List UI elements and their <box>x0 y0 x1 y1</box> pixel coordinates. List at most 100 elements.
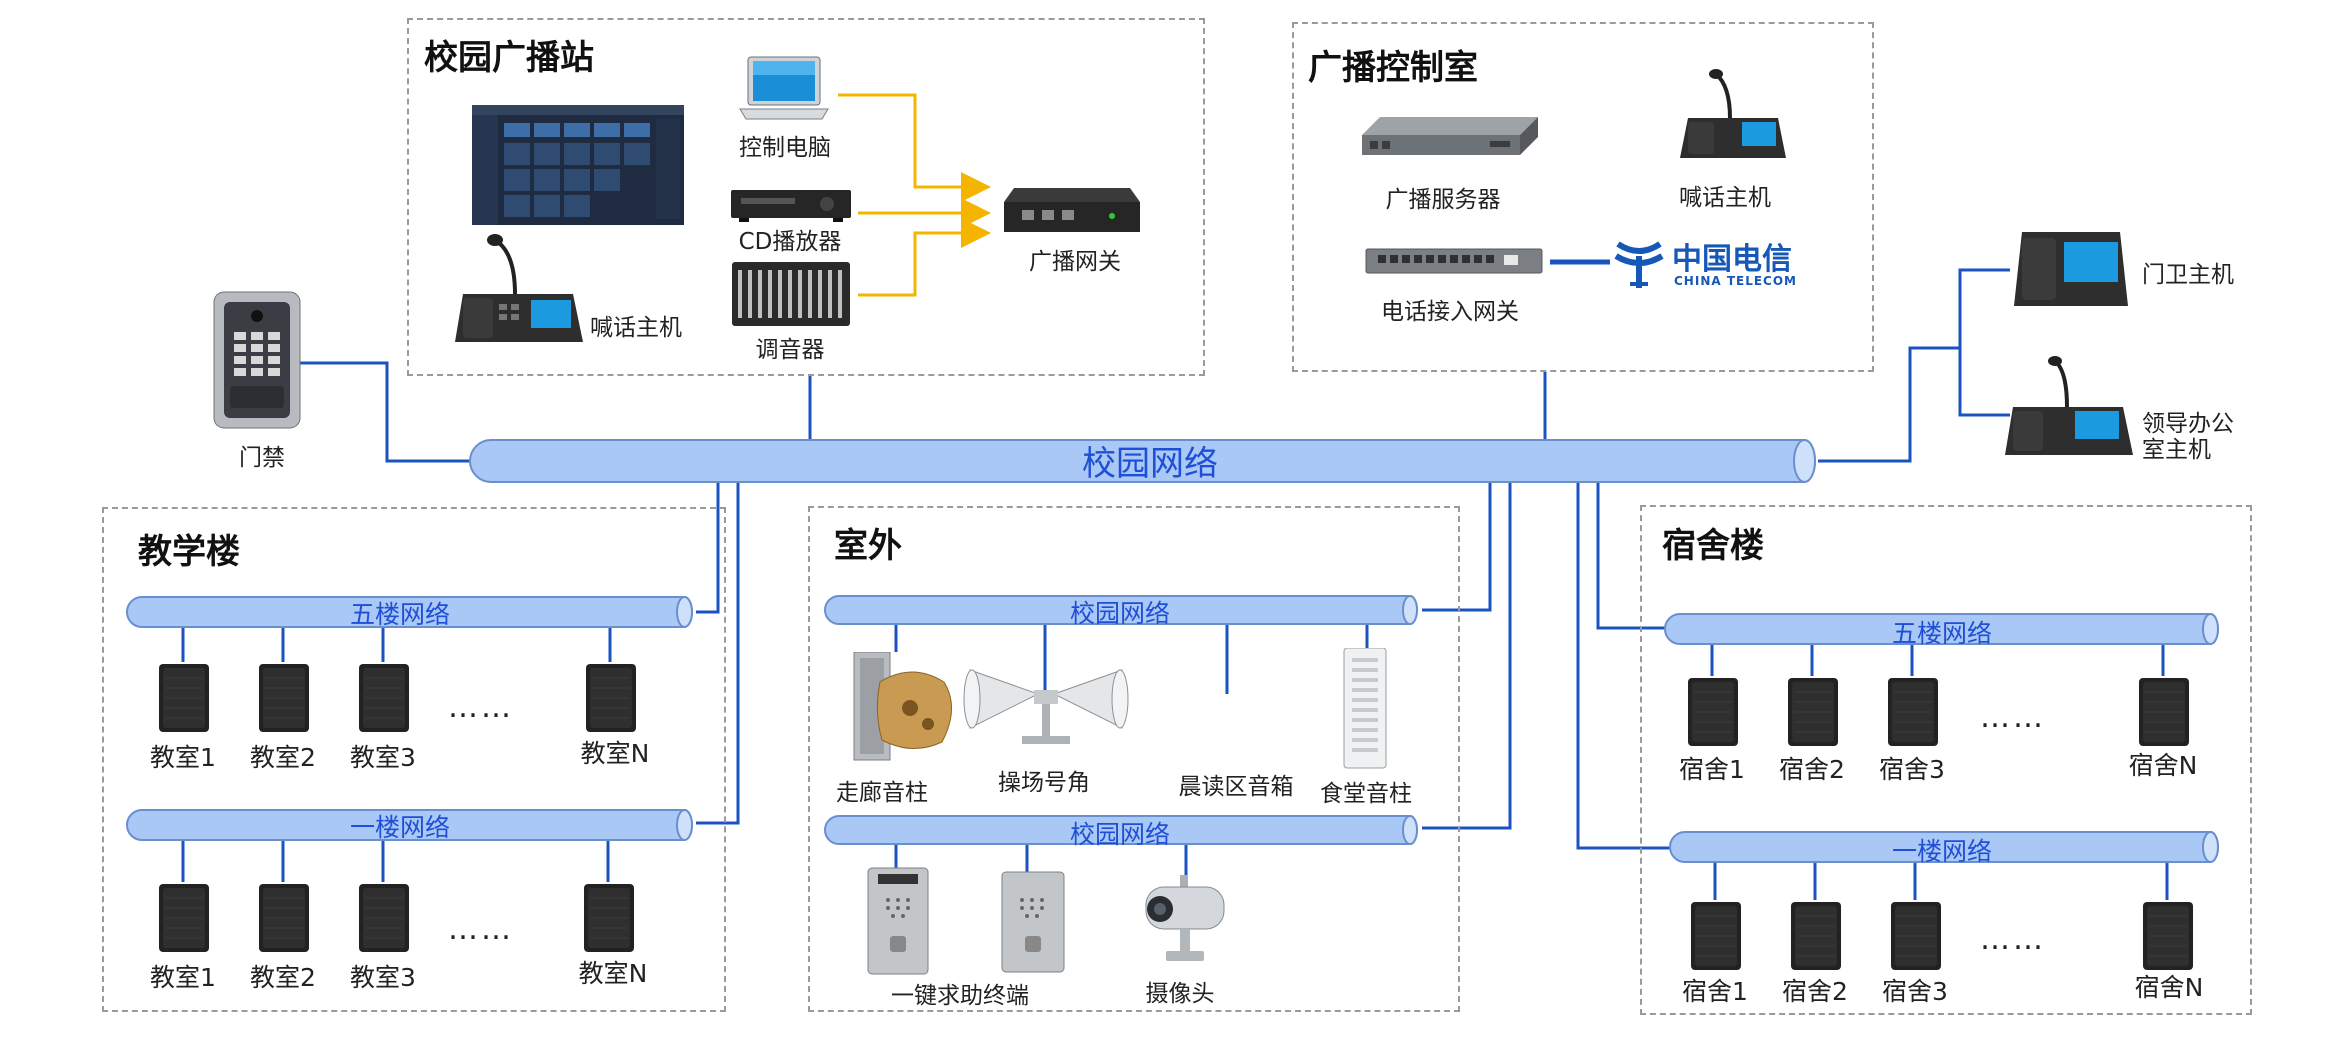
dorm-title: 宿舍楼 <box>1662 526 1764 566</box>
broadcast-server-icon <box>1362 117 1538 155</box>
control-room-mic-host-label: 喊话主机 <box>1679 185 1771 211</box>
teaching-bus-bottom-label: 一楼网络 <box>349 813 450 842</box>
canteen-column-speaker-icon <box>1343 648 1387 769</box>
leader-phone-icon <box>2005 356 2133 455</box>
control-room-title: 广播控制室 <box>1308 48 1478 88</box>
cd-player-label: CD播放器 <box>738 229 842 255</box>
horn-speaker-icon <box>963 669 1129 744</box>
access-control-panel-icon <box>213 291 301 429</box>
region-teaching-building <box>102 507 726 1012</box>
teaching-top-speaker-1 <box>159 664 209 732</box>
teaching-top-room-3: 教室3 <box>350 743 416 772</box>
outdoor-bus-top <box>824 595 1418 625</box>
arrow-pc <box>838 93 991 202</box>
guard-phone-label: 门卫主机 <box>2142 262 2234 288</box>
mixer-label: 调音器 <box>755 337 825 363</box>
dorm-bus-top-label: 五楼网络 <box>1891 619 1992 648</box>
mixer-icon <box>732 262 850 326</box>
region-broadcast-station <box>407 18 1205 376</box>
dorm-top-ellipsis: …… <box>1980 700 2046 735</box>
dorm-bottom-speaker-2 <box>1791 902 1841 970</box>
outdoor-title: 室外 <box>834 526 902 566</box>
teaching-top-speaker-2 <box>259 664 309 732</box>
wire-teaching-top <box>696 481 720 614</box>
dorm-bottom-ellipsis: …… <box>1980 922 2046 957</box>
dorm-bottom-speaker-4 <box>2143 902 2193 970</box>
teaching-bottom-speaker-4 <box>584 884 634 952</box>
sos-terminal-2-icon <box>1001 871 1065 973</box>
control-pc-label: 控制电脑 <box>739 135 831 161</box>
region-dorm <box>1640 505 2252 1015</box>
dorm-bottom-room-3: 宿舍3 <box>1882 977 1948 1006</box>
teaching-bottom-room-1: 教室1 <box>150 963 216 992</box>
camera-label: 摄像头 <box>1145 981 1215 1007</box>
teaching-bottom-ellipsis: …… <box>448 912 514 947</box>
dorm-top-room-3: 宿舍3 <box>1879 755 1945 784</box>
broadcast-gateway-icon <box>1004 188 1140 232</box>
dorm-bottom-room-1: 宿舍1 <box>1682 977 1748 1006</box>
teaching-bus-top <box>126 596 693 628</box>
dorm-bottom-room-2: 宿舍2 <box>1782 977 1848 1006</box>
teaching-bottom-speaker-2 <box>259 884 309 952</box>
cd-player-icon <box>731 190 851 222</box>
dorm-bottom-room-n: 宿舍N <box>2134 973 2204 1002</box>
teaching-title: 教学楼 <box>138 532 240 572</box>
leader-phone-label-2: 室主机 <box>2142 437 2211 463</box>
telecom-cn-label: 中国电信 <box>1672 242 1792 277</box>
teaching-top-room-n: 教室N <box>580 739 650 768</box>
control-room-mic-phone-icon <box>1680 69 1786 158</box>
wire-teaching-bottom <box>696 481 740 825</box>
dorm-top-speaker-2 <box>1788 678 1838 746</box>
dorm-bus-top <box>1664 613 2219 645</box>
arrow-mixer <box>858 218 991 297</box>
teaching-top-room-2: 教室2 <box>250 743 316 772</box>
dorm-bus-bottom <box>1669 831 2219 863</box>
dorm-bus-bottom-label: 一楼网络 <box>1891 837 1992 866</box>
wire-dorm-top <box>1596 481 1670 630</box>
region-outdoor <box>808 506 1460 1012</box>
guard-phone-icon <box>2014 232 2128 306</box>
region-control-room <box>1292 22 1874 372</box>
reading-speaker-label: 晨读区音箱 <box>1178 774 1294 800</box>
phone-gateway-icon <box>1365 248 1543 274</box>
wire-access <box>300 361 470 463</box>
gateway-label: 广播网关 <box>1029 249 1121 275</box>
dorm-top-room-2: 宿舍2 <box>1779 755 1845 784</box>
corridor-column-speaker-icon <box>853 652 953 761</box>
dorm-top-room-n: 宿舍N <box>2128 751 2198 780</box>
teaching-top-speaker-4 <box>586 664 636 732</box>
wire-outdoor-top <box>1422 481 1492 612</box>
teaching-bottom-room-3: 教室3 <box>350 963 416 992</box>
teaching-bus-bottom <box>126 809 693 841</box>
server-label: 广播服务器 <box>1385 187 1501 213</box>
dorm-top-speaker-3 <box>1888 678 1938 746</box>
teaching-bottom-room-n: 教室N <box>578 959 648 988</box>
dorm-bottom-speaker-3 <box>1891 902 1941 970</box>
teaching-top-room-1: 教室1 <box>150 743 216 772</box>
corridor-label: 走廊音柱 <box>836 780 928 806</box>
laptop-icon <box>739 56 829 120</box>
canteen-label: 食堂音柱 <box>1320 781 1412 807</box>
dorm-top-speaker-1 <box>1688 678 1738 746</box>
phone-gateway-label: 电话接入网关 <box>1381 299 1519 325</box>
teaching-bottom-speaker-3 <box>359 884 409 952</box>
outdoor-bus-bottom-label: 校园网络 <box>1069 820 1170 849</box>
access-label: 门禁 <box>239 445 285 471</box>
teaching-top-ellipsis: …… <box>448 690 514 725</box>
station-mic-host-label: 喊话主机 <box>590 315 682 341</box>
teaching-top-speaker-3 <box>359 664 409 732</box>
dorm-top-speaker-4 <box>2139 678 2189 746</box>
camera-icon <box>1145 875 1225 961</box>
wire-phones <box>1818 268 2010 463</box>
dorm-bottom-speaker-1 <box>1691 902 1741 970</box>
outdoor-bus-top-label: 校园网络 <box>1069 599 1170 628</box>
broadcast-software-screen <box>472 105 684 225</box>
desk-mic-phone-icon <box>455 234 583 342</box>
main-bus <box>469 439 1816 483</box>
horn-label: 操场号角 <box>998 770 1090 796</box>
wire-dorm-bottom <box>1576 481 1674 850</box>
sos-label: 一键求助终端 <box>891 983 1029 1009</box>
main-bus-label: 校园网络 <box>1082 444 1218 484</box>
